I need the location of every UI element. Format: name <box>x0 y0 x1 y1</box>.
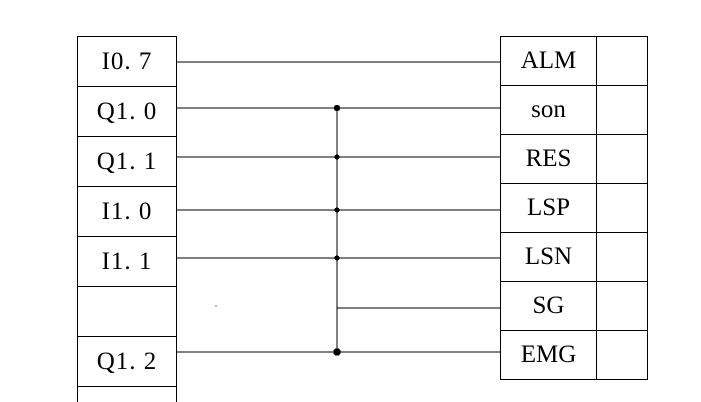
table-row: LSP <box>500 183 648 233</box>
plc-address-cell-7: Q1. 2 <box>77 336 177 387</box>
table-row: LSN <box>500 232 648 282</box>
terminal-value-cell-6 <box>596 281 648 331</box>
table-row: son <box>500 85 648 135</box>
scan-artifact-speck <box>215 305 217 307</box>
terminal-signal-cell-2: son <box>500 85 597 135</box>
table-row: I1. 0 <box>77 186 177 237</box>
terminal-signal-cell-5: LSN <box>500 232 597 282</box>
plc-address-cell-5: I1. 1 <box>77 236 177 287</box>
table-row: Q1. 0 <box>77 86 177 137</box>
junction-dot-res <box>334 154 340 160</box>
plc-address-cell-1: I0. 7 <box>77 36 177 87</box>
table-row: EMG <box>500 330 648 380</box>
plc-address-cell-8 <box>77 386 177 402</box>
plc-address-cell-6 <box>77 286 177 337</box>
terminal-signal-cell-7: EMG <box>500 330 597 380</box>
drive-terminal-table: ALM son RES LSP LSN SG <box>500 36 648 380</box>
junction-dot-lsp <box>334 207 340 213</box>
terminal-value-cell-7 <box>596 330 648 380</box>
table-row: I0. 7 <box>77 36 177 87</box>
junction-dot-lsn <box>334 255 340 261</box>
terminal-value-cell-3 <box>596 134 648 184</box>
terminal-signal-cell-6: SG <box>500 281 597 331</box>
plc-address-cell-4: I1. 0 <box>77 186 177 237</box>
table-row <box>77 286 177 337</box>
table-row: RES <box>500 134 648 184</box>
table-row: ALM <box>500 36 648 86</box>
terminal-value-cell-5 <box>596 232 648 282</box>
terminal-signal-cell-4: LSP <box>500 183 597 233</box>
terminal-value-cell-1 <box>596 36 648 86</box>
junction-dot-son <box>333 104 341 112</box>
plc-address-cell-2: Q1. 0 <box>77 86 177 137</box>
plc-address-cell-3: Q1. 1 <box>77 136 177 187</box>
table-row: I1. 1 <box>77 236 177 287</box>
plc-io-address-table: I0. 7 Q1. 0 Q1. 1 I1. 0 I1. 1 Q1. 2 <box>77 36 177 402</box>
table-row: Q1. 1 <box>77 136 177 187</box>
terminal-value-cell-4 <box>596 183 648 233</box>
terminal-signal-cell-3: RES <box>500 134 597 184</box>
table-row: Q1. 2 <box>77 336 177 387</box>
terminal-signal-cell-1: ALM <box>500 36 597 86</box>
junction-dot-emg <box>333 348 341 356</box>
table-row <box>77 386 177 402</box>
table-row: SG <box>500 281 648 331</box>
terminal-value-cell-2 <box>596 85 648 135</box>
